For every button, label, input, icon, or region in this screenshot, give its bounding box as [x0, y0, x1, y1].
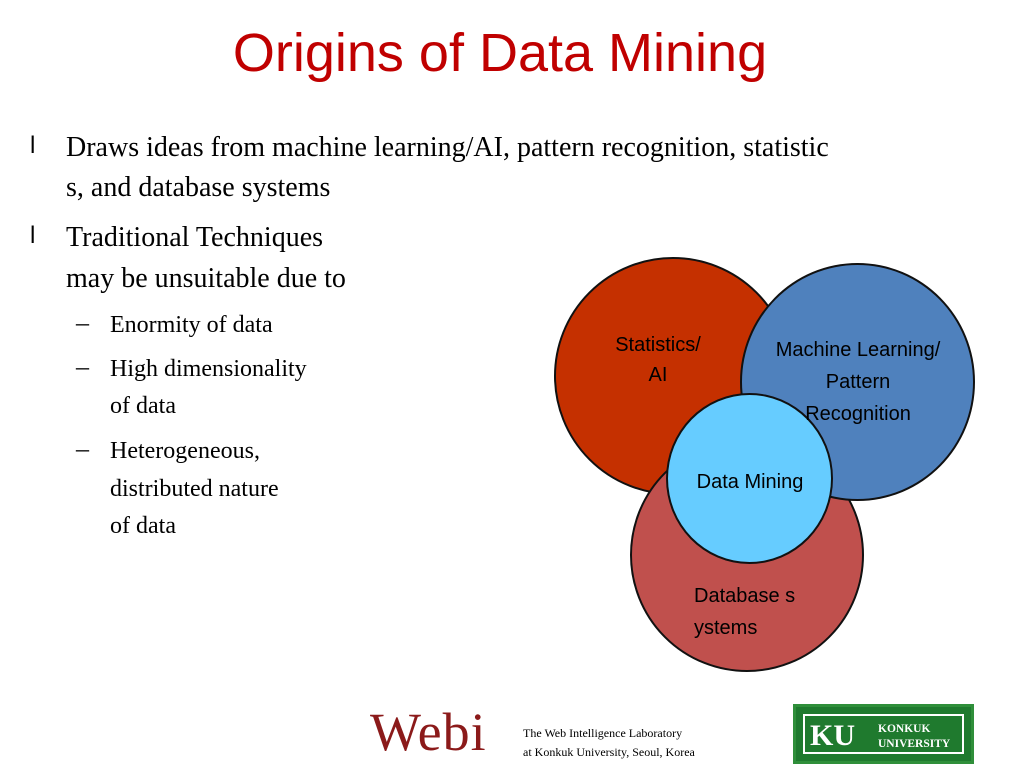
sub-item-3-line-1: Heterogeneous,	[110, 438, 260, 464]
bullet-2-line-1: Traditional Techniques	[66, 222, 324, 253]
konkuk-university-logo: KU KONKUK UNIVERSITY	[793, 704, 974, 764]
bullet-1-line-2: s, and database systems	[66, 172, 331, 203]
sub-item-2-line-2: of data	[110, 393, 176, 419]
sub-item-2-line-1: High dimensionality	[110, 356, 307, 382]
bullet-marker: l	[30, 132, 36, 159]
data-mining-label: Data Mining	[696, 471, 804, 493]
bullet-marker: l	[30, 222, 36, 249]
lab-location: at Konkuk University, Seoul, Korea	[523, 745, 695, 759]
lab-name: The Web Intelligence Laboratory	[523, 726, 683, 740]
sub-bullet-marker: –	[76, 352, 89, 381]
machine-learning-label: Machine Learning/ Pattern Recognition	[775, 339, 941, 425]
sub-item-1: Enormity of data	[110, 312, 273, 338]
database-label: Database s ystems	[694, 585, 796, 639]
bullet-2-line-2: may be unsuitable due to	[66, 263, 346, 294]
sub-bullet-marker: –	[76, 434, 89, 463]
university-name-line-1: KONKUK	[878, 723, 931, 735]
sub-item-3-line-3: of data	[110, 513, 176, 539]
data-mining-circle	[666, 393, 833, 564]
webi-logo: Webi	[370, 702, 487, 762]
slide-title: Origins of Data Mining	[232, 23, 768, 83]
bullet-1-line-1: Draws ideas from machine learning/AI, pa…	[66, 132, 829, 163]
sub-bullet-marker: –	[76, 308, 89, 337]
statistics-label: Statistics/ AI	[615, 334, 701, 386]
university-name-line-2: UNIVERSITY	[878, 738, 951, 750]
sub-item-3-line-2: distributed nature	[110, 476, 279, 502]
ku-mark: KU	[810, 719, 855, 752]
badge-border	[803, 714, 964, 754]
